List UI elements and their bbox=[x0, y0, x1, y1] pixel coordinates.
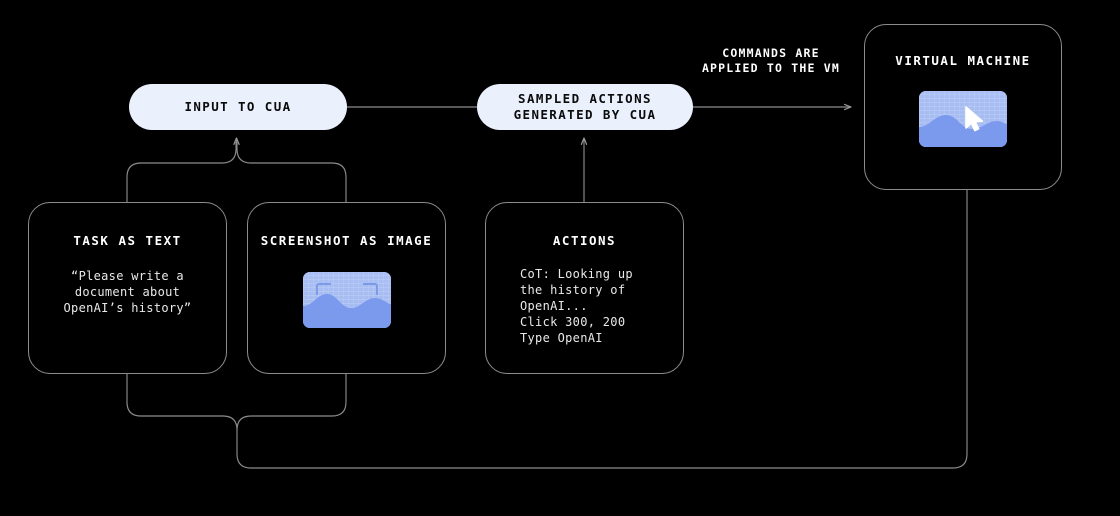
wire-feedback-branch-screenshot bbox=[236, 372, 347, 431]
task-as-text-title: TASK AS TEXT bbox=[73, 233, 182, 248]
thumbnail-crop-brackets-icon bbox=[303, 272, 391, 328]
commands-applied-label: COMMANDS ARE APPLIED TO THE VM bbox=[701, 46, 841, 75]
vm-screen-cursor-icon bbox=[919, 91, 1007, 147]
virtual-machine-title: VIRTUAL MACHINE bbox=[895, 53, 1031, 68]
actions-card[interactable]: ACTIONS CoT: Looking up the history of O… bbox=[485, 202, 684, 374]
actions-title: ACTIONS bbox=[552, 233, 617, 248]
wire-screenshot-to-input bbox=[236, 142, 347, 204]
task-as-text-body: “Please write a document about OpenAI’s … bbox=[63, 269, 192, 315]
virtual-machine-card[interactable]: VIRTUAL MACHINE bbox=[864, 24, 1062, 190]
mouse-cursor-icon bbox=[965, 106, 984, 132]
wire-task-to-input bbox=[126, 142, 237, 204]
actions-body: CoT: Looking up the history of OpenAI...… bbox=[520, 267, 633, 345]
vm-thumbnail-wave-icon bbox=[919, 115, 1007, 147]
screenshot-thumbnail-icon bbox=[302, 272, 391, 328]
input-to-cua-node[interactable]: INPUT TO CUA bbox=[129, 84, 347, 130]
screenshot-as-image-card[interactable]: SCREENSHOT AS IMAGE bbox=[247, 202, 446, 374]
sampled-actions-node[interactable]: SAMPLED ACTIONS GENERATED BY CUA bbox=[477, 84, 693, 130]
task-as-text-card[interactable]: TASK AS TEXT “Please write a document ab… bbox=[28, 202, 227, 374]
screenshot-as-image-title: SCREENSHOT AS IMAGE bbox=[260, 233, 433, 248]
input-to-cua-label: INPUT TO CUA bbox=[184, 99, 292, 114]
sampled-actions-label: SAMPLED ACTIONS GENERATED BY CUA bbox=[513, 91, 657, 122]
thumbnail-wave-icon bbox=[302, 294, 391, 328]
